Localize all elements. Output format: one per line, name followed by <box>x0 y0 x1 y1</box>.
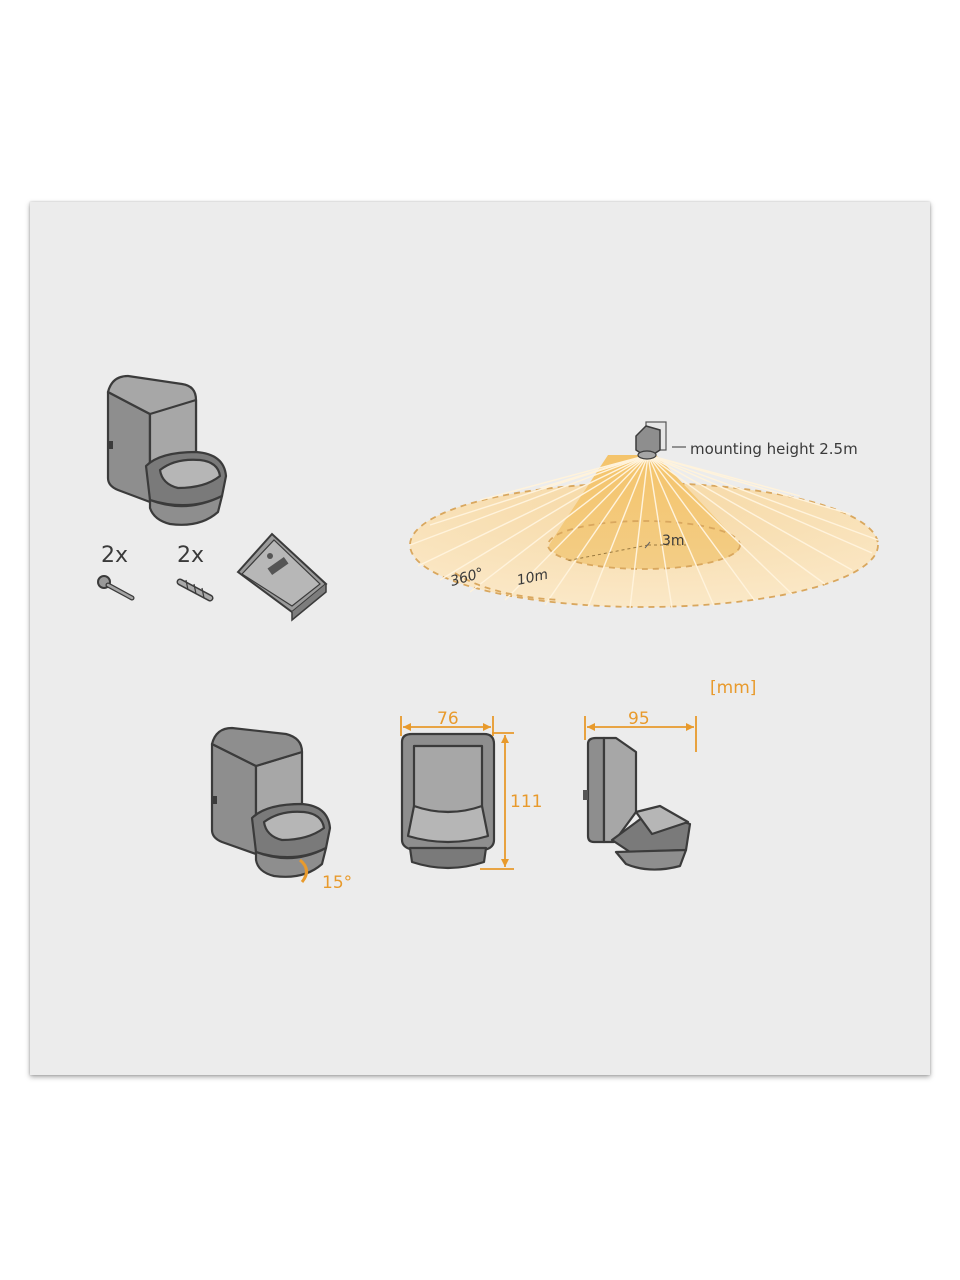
motion-sensor-icon <box>106 374 228 526</box>
outer-radius-label: 10m <box>516 567 550 589</box>
front-view-sensor <box>400 732 496 870</box>
height-label: 111 <box>510 792 542 812</box>
height-dimension <box>480 732 514 870</box>
anchor-count: 2x <box>177 543 204 568</box>
tilted-sensor-icon <box>210 726 332 878</box>
unit-label: [mm] <box>710 678 756 698</box>
mounting-height-label: mounting height 2.5m <box>690 440 858 458</box>
inner-radius-label: 3m <box>662 533 685 549</box>
width-label: 76 <box>437 709 459 729</box>
screw-count: 2x <box>101 543 128 568</box>
mounted-sensor-icon <box>635 421 686 460</box>
detection-zone <box>409 454 879 609</box>
wall-plug-icon <box>176 578 214 602</box>
tilt-label: 15° <box>322 873 352 893</box>
depth-label: 95 <box>628 709 650 729</box>
side-view-sensor <box>583 736 692 871</box>
mounting-bracket-icon <box>236 532 328 622</box>
screw-icon <box>97 575 135 601</box>
product-info-card <box>30 202 930 1075</box>
depth-dimension <box>584 716 697 752</box>
tilt-arrow <box>298 858 308 883</box>
